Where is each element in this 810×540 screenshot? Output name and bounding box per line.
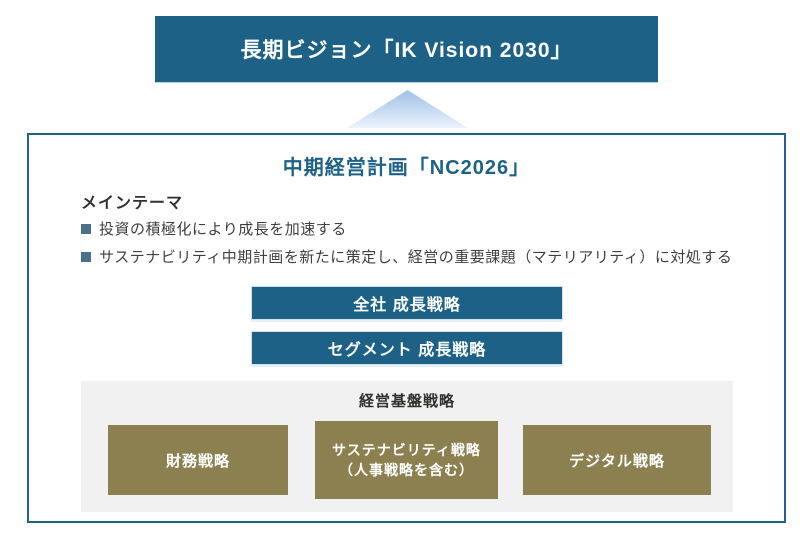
square-bullet-icon bbox=[81, 251, 91, 262]
finance-strategy-label: 財務戦略 bbox=[165, 452, 230, 470]
digital-strategy-box: デジタル戦略 bbox=[523, 425, 711, 495]
sustainability-strategy-label-line2: （人事戦略を含む） bbox=[339, 462, 474, 478]
midterm-plan-title: 中期経営計画「NC2026」 bbox=[282, 157, 531, 179]
theme-bullet-item: 投資の積極化により成長を加速する bbox=[81, 218, 347, 239]
sustainability-strategy-label-line1: サステナビリティ戦略 bbox=[332, 441, 481, 458]
long-term-vision-banner: 長期ビジョン「IK Vision 2030」 bbox=[155, 16, 658, 82]
company-growth-strategy-label: 全社 成長戦略 bbox=[353, 297, 461, 314]
theme-bullet-item: サステナビリティ中期計画を新たに策定し、経営の重要課題（マテリアリティ）に対処す… bbox=[81, 246, 732, 267]
finance-strategy-box: 財務戦略 bbox=[108, 425, 288, 495]
digital-strategy-label: デジタル戦略 bbox=[569, 452, 665, 470]
main-theme-heading: メインテーマ bbox=[81, 195, 184, 212]
foundation-strategy-heading: 経営基盤戦略 bbox=[358, 393, 455, 410]
midterm-plan-box: 中期経営計画「NC2026」 メインテーマ 投資の積極化により成長を加速する サ… bbox=[27, 133, 786, 523]
theme-bullet-text: 投資の積極化により成長を加速する bbox=[99, 221, 347, 238]
long-term-vision-label: 長期ビジョン「IK Vision 2030」 bbox=[240, 39, 573, 62]
segment-growth-strategy-bar: セグメント 成長戦略 bbox=[251, 331, 563, 365]
segment-growth-strategy-label: セグメント 成長戦略 bbox=[327, 342, 487, 359]
up-arrow-icon bbox=[347, 90, 468, 128]
sustainability-strategy-box: サステナビリティ戦略 （人事戦略を含む） bbox=[315, 421, 498, 499]
theme-bullet-text: サステナビリティ中期計画を新たに策定し、経営の重要課題（マテリアリティ）に対処す… bbox=[99, 249, 733, 266]
foundation-strategy-panel: 経営基盤戦略 財務戦略 サステナビリティ戦略 （人事戦略を含む） デジタル戦略 bbox=[81, 381, 733, 512]
company-growth-strategy-bar: 全社 成長戦略 bbox=[251, 286, 563, 320]
square-bullet-icon bbox=[81, 223, 91, 234]
